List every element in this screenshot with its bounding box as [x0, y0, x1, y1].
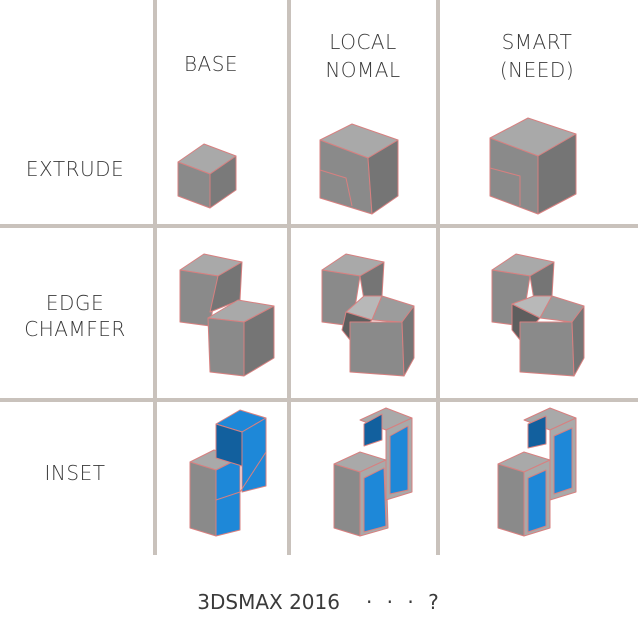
inset-base-shape: [189, 409, 267, 537]
row-header-extrude: EXTRUDE: [0, 156, 150, 182]
caption-text: 3DSMAX 2016: [197, 590, 340, 614]
extrude-local-normal-cube: [319, 123, 399, 215]
row-header-edge-chamfer: EDGE CHAMFER: [0, 290, 150, 342]
column-header-smart: SMART (NEED): [462, 28, 612, 84]
row-header-inset-line1: INSET: [44, 461, 106, 485]
caption-suffix: · · · ?: [365, 590, 443, 614]
extrude-smart-cube: [489, 117, 577, 215]
extrude-base-cube: [177, 143, 237, 209]
column-header-smart-line2: (NEED): [499, 58, 575, 82]
column-header-base-line1: BASE: [183, 52, 239, 76]
column-header-local-normal: LOCAL NOMAL: [288, 28, 438, 84]
row-header-edge-chamfer-line1: EDGE: [45, 291, 105, 315]
inset-smart-shape: [497, 407, 577, 537]
chamfer-base-shape: [179, 253, 275, 377]
column-header-base: BASE: [136, 50, 286, 78]
chamfer-local-normal-shape: [321, 253, 415, 377]
column-header-local-normal-line1: LOCAL: [329, 30, 397, 54]
column-header-smart-line1: SMART: [501, 30, 573, 54]
chamfer-smart-shape: [491, 253, 585, 377]
footer-caption: 3DSMAX 2016 · · · ?: [150, 590, 490, 614]
row-header-inset: INSET: [0, 460, 150, 486]
row-header-extrude-line1: EXTRUDE: [25, 157, 125, 181]
row-header-edge-chamfer-line2: CHAMFER: [24, 317, 126, 341]
inset-local-normal-shape: [333, 407, 413, 537]
column-header-local-normal-line2: NOMAL: [325, 58, 401, 82]
